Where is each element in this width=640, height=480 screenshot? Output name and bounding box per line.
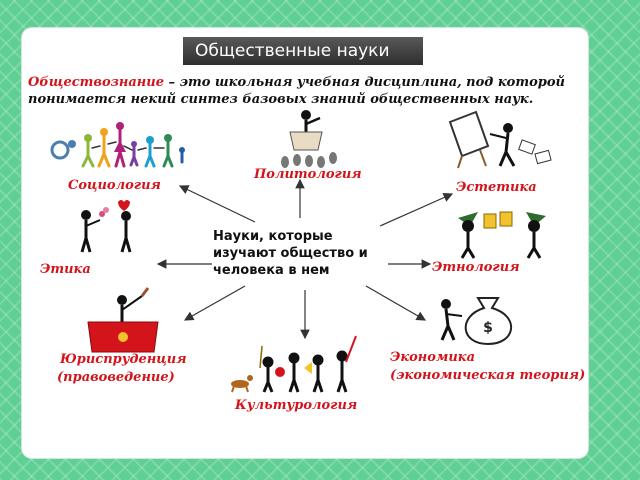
politology-speaker-icon — [281, 110, 337, 168]
arrow-jurisprudence — [183, 285, 246, 321]
arrow-aesthetics — [379, 193, 454, 227]
page-title-text: Общественные науки — [195, 41, 390, 61]
intro-term: Обществознание — [28, 75, 165, 90]
jurisprudence-judge-icon — [87, 287, 159, 353]
label-jurisprudence-sub: (правоведение) — [57, 370, 175, 385]
intro-definition: – это школьная учебная дисциплина, под к… — [28, 75, 565, 107]
label-economics-sub: (экономическая теория) — [390, 368, 586, 383]
arrow-economics — [365, 285, 427, 321]
dollar-sign: $ — [483, 320, 493, 336]
ethics-couple-icon — [80, 200, 132, 253]
aesthetics-painter-icon — [448, 110, 552, 169]
ethnology-toast-icon — [458, 211, 546, 259]
intro-paragraph: Обществознание – это школьная учебная ди… — [28, 74, 568, 108]
page-title: Общественные науки — [183, 37, 423, 65]
label-culturology: Культурология — [235, 398, 358, 413]
label-ethics: Этика — [40, 262, 91, 277]
label-sociology: Социология — [68, 178, 161, 193]
sociology-people-icon — [50, 122, 185, 168]
label-economics: Экономика — [390, 350, 475, 365]
label-jurisprudence: Юриспруденция — [60, 352, 187, 367]
arrows — [156, 178, 454, 340]
culturology-musicians-icon — [231, 335, 357, 393]
label-ethnology: Этнология — [432, 260, 520, 275]
label-aesthetics: Эстетика — [456, 180, 537, 195]
label-politology: Политология — [254, 167, 362, 182]
economics-moneybag-icon: $ — [440, 297, 512, 346]
arrow-sociology — [178, 185, 256, 223]
content-card — [22, 28, 588, 458]
center-statement: Науки, которые изучают общество и челове… — [213, 229, 368, 278]
